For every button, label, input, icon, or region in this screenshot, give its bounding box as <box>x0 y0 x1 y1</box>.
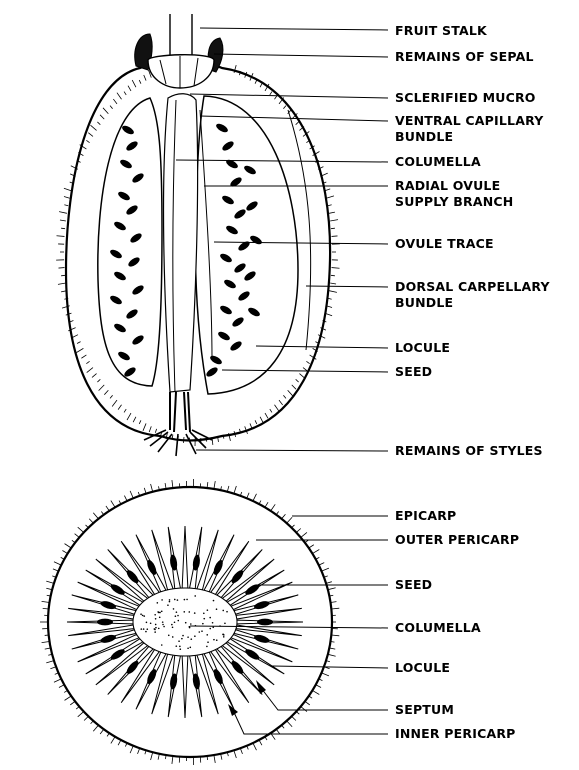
label-columella: COLUMELLA <box>395 154 481 169</box>
label-locule-cross: LOCULE <box>395 660 450 675</box>
svg-text:OUTER PERICARP: OUTER PERICARP <box>395 532 519 547</box>
svg-text:REMAINS OF STYLES: REMAINS OF STYLES <box>395 443 543 458</box>
svg-text:COLUMELLA: COLUMELLA <box>395 154 481 169</box>
svg-text:SCLERIFIED MUCRO: SCLERIFIED MUCRO <box>395 90 536 105</box>
stalk-base <box>148 55 214 88</box>
left-locule <box>98 98 162 386</box>
cross-columella <box>133 588 237 656</box>
longitudinal-section <box>56 14 340 456</box>
style-remains <box>170 392 190 432</box>
label-epicarp: EPICARP <box>395 508 456 523</box>
label-ventral-capillary-line2: BUNDLE <box>395 129 453 144</box>
label-remains-of-sepal: REMAINS OF SEPAL <box>395 49 534 64</box>
svg-text:RADIAL OVULE SUPPLY BRAN: RADIAL OVULE SUPPLY BRANCH <box>395 178 513 209</box>
svg-text:SEED: SEED <box>395 577 432 592</box>
label-fruit-stalk: FRUIT STALK <box>395 23 488 38</box>
svg-text:LOCULE: LOCULE <box>395 340 450 355</box>
label-ventral-capillary: VENTRAL CAPILLARY <box>395 113 544 128</box>
svg-text:LOCULE: LOCULE <box>395 660 450 675</box>
label-locule: LOCULE <box>395 340 450 355</box>
svg-text:EPICARP: EPICARP <box>395 508 456 523</box>
label-septum: SEPTUM <box>395 702 454 717</box>
cross-section <box>40 479 339 765</box>
svg-text:OVULE TRACE: OVULE TRACE <box>395 236 494 251</box>
svg-text:INNER PERICARP: INNER PERICARP <box>395 726 516 741</box>
label-seed: SEED <box>395 364 432 379</box>
svg-text:DORSAL CARPELLARY BUNDLE: DORSAL CARPELLARY BUNDLE <box>395 279 554 310</box>
columella-core <box>164 94 198 392</box>
label-ovule-trace: OVULE TRACE <box>395 236 494 251</box>
label-remains-of-styles: REMAINS OF STYLES <box>395 443 543 458</box>
fruit-stalk-shape <box>170 14 192 60</box>
svg-text:COLUMELLA: COLUMELLA <box>395 620 481 635</box>
label-seed-cross: SEED <box>395 577 432 592</box>
label-sclerified-mucro: SCLERIFIED MUCRO <box>395 90 536 105</box>
label-radial-ovule-line2: SUPPLY BRANCH <box>395 194 513 209</box>
label-columella-cross: COLUMELLA <box>395 620 481 635</box>
svg-text:SEED: SEED <box>395 364 432 379</box>
label-radial-ovule: RADIAL OVULE <box>395 178 500 193</box>
label-dorsal-carpellary-line2: BUNDLE <box>395 295 453 310</box>
svg-text:SEPTUM: SEPTUM <box>395 702 454 717</box>
label-inner-pericarp: INNER PERICARP <box>395 726 516 741</box>
label-outer-pericarp: OUTER PERICARP <box>395 532 519 547</box>
svg-text:REMAINS OF SEPAL: REMAINS OF SEPAL <box>395 49 534 64</box>
svg-text:FRUIT STALK: FRUIT STALK <box>395 23 488 38</box>
label-dorsal-carpellary: DORSAL CARPELLARY <box>395 279 551 294</box>
svg-text:VENTRAL CAPILLARY BUNDLE: VENTRAL CAPILLARY BUNDLE <box>395 113 548 144</box>
